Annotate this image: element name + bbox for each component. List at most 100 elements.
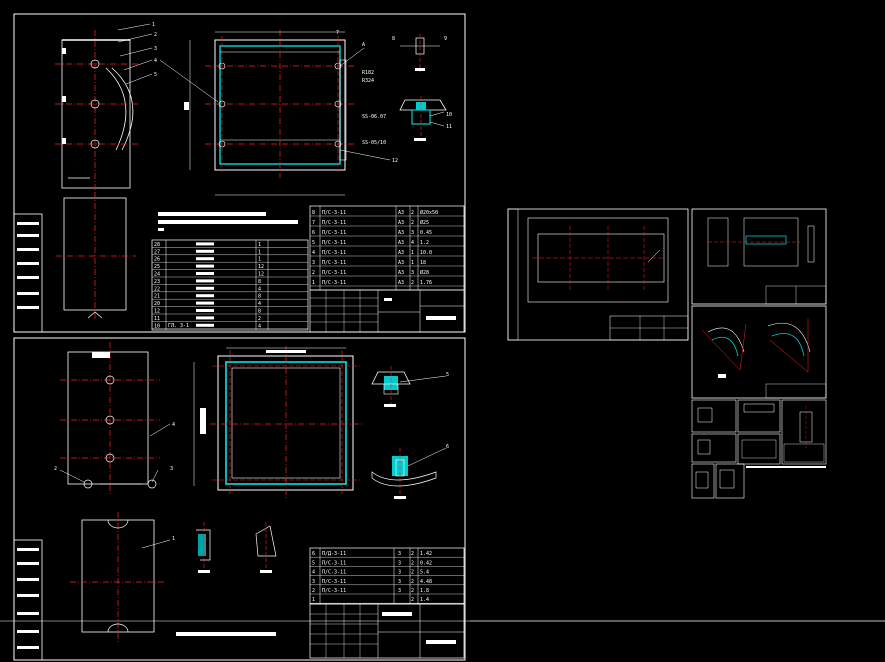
balloon-2: 2 bbox=[154, 32, 157, 38]
sheet-2-title-block bbox=[309, 603, 465, 659]
table-cell-no: 27 bbox=[154, 249, 160, 255]
balloon-5: 5 bbox=[154, 72, 157, 78]
table-cell-qty: 12 bbox=[258, 264, 264, 270]
table-cell-no: 28 bbox=[154, 242, 160, 248]
table-cell-qty: 1 bbox=[258, 242, 261, 248]
dim-r324: R324 bbox=[362, 78, 374, 84]
table-cell-qty: 8 bbox=[258, 294, 261, 300]
table-cell-no: 1 bbox=[312, 280, 315, 286]
table-cell-qty: 2 bbox=[258, 316, 261, 322]
dim-r182: R182 bbox=[362, 70, 374, 76]
table-cell-no: 25 bbox=[154, 264, 160, 270]
table-cell-no: 7 bbox=[312, 220, 315, 226]
table-cell-no: 3 bbox=[312, 260, 315, 266]
notes-bars bbox=[158, 212, 298, 231]
table-cell-material: A3 bbox=[398, 230, 404, 236]
balloon-7: 7 bbox=[336, 30, 339, 36]
table-cell-material: 3 bbox=[398, 588, 401, 594]
sheet-1: 1 2 3 4 5 bbox=[13, 13, 466, 333]
table-cell-code: П/С-3-11 bbox=[322, 570, 346, 576]
sheet-2-frame bbox=[13, 337, 466, 661]
table-cell-name-bar bbox=[196, 294, 214, 298]
table-cell-qty: 1 bbox=[411, 250, 414, 256]
balloon-11: 11 bbox=[446, 124, 452, 130]
table-cell-material: A3 bbox=[398, 210, 404, 216]
sheet-1-frame bbox=[13, 13, 466, 333]
table-cell-qty: 2 bbox=[411, 220, 414, 226]
balloon-4: 4 bbox=[154, 58, 157, 64]
profile-details bbox=[196, 522, 277, 573]
bracket-view bbox=[59, 342, 171, 494]
table-cell-no: 5 bbox=[312, 240, 315, 246]
table-cell-mass: 1.42 bbox=[420, 551, 432, 557]
detail-section-b bbox=[371, 447, 447, 500]
table-cell-no: 4 bbox=[312, 570, 315, 576]
frame-view-2 bbox=[193, 346, 362, 498]
table-cell-no: 2 bbox=[312, 588, 315, 594]
table-cell-name-bar bbox=[196, 257, 214, 261]
table-cell-code: П/С-3-11 bbox=[322, 280, 346, 286]
table-cell-qty: 2 bbox=[411, 570, 414, 576]
table-cell-no: 23 bbox=[154, 279, 160, 285]
bottom-note: ГЛ. 3-1 bbox=[168, 323, 189, 329]
table-cell-mass: Ø28 bbox=[420, 269, 429, 276]
side-view-elevation bbox=[55, 23, 153, 196]
table-cell-mass: 0.42 bbox=[420, 560, 432, 566]
sheet-6-thumbnails bbox=[691, 399, 827, 499]
table-cell-code: П/С-3-11 bbox=[322, 250, 346, 256]
s2-balloon-1: 1 bbox=[172, 536, 175, 542]
table-cell-code: П/С-3-11 bbox=[322, 560, 346, 566]
sheet-1-title-block bbox=[309, 289, 465, 333]
table-cell-qty: 2 bbox=[411, 579, 414, 585]
s2-balloon-3: 3 bbox=[170, 466, 173, 472]
table-cell-material: A3 bbox=[398, 220, 404, 226]
table-cell-mass: 1.76 bbox=[420, 280, 432, 286]
table-cell-name-bar bbox=[196, 316, 214, 320]
table-cell-qty: 1 bbox=[411, 260, 414, 266]
table-cell-mass: Ø20х50 bbox=[420, 209, 438, 216]
sheet-2-side-strip bbox=[13, 539, 43, 661]
table-cell-name-bar bbox=[196, 242, 214, 246]
table-cell-no: 6 bbox=[312, 551, 315, 557]
table-cell-qty: 8 bbox=[258, 279, 261, 285]
table-cell-material: A3 bbox=[398, 240, 404, 246]
table-cell-mass: 10.0 bbox=[420, 250, 432, 256]
detail-section bbox=[399, 96, 447, 141]
sheet-2: 2 3 4 5 bbox=[13, 337, 466, 661]
table-cell-qty: 8 bbox=[258, 309, 261, 315]
s2-balloon-2: 2 bbox=[54, 466, 57, 472]
table-cell-mass: 1.2 bbox=[420, 240, 429, 246]
table-cell-code: П/С-3-11 bbox=[322, 240, 346, 246]
table-cell-qty: 2 bbox=[411, 280, 414, 286]
table-cell-code: П/С-3-11 bbox=[322, 270, 346, 276]
table-cell-qty: 1 bbox=[258, 249, 261, 255]
table-cell-mass: 4.48 bbox=[420, 579, 432, 585]
table-cell-no: 26 bbox=[154, 257, 160, 263]
table-cell-name-bar bbox=[196, 323, 214, 327]
table-cell-qty: 2 bbox=[411, 588, 414, 594]
table-cell-qty: 3 bbox=[411, 230, 414, 236]
table-cell-name-bar bbox=[196, 264, 214, 268]
table-cell-name-bar bbox=[196, 301, 214, 305]
front-view-frame bbox=[159, 30, 391, 196]
table-cell-code: П/С-3-11 bbox=[322, 210, 346, 216]
s2-balloon-4: 4 bbox=[172, 422, 175, 428]
table-cell-no: 12 bbox=[154, 309, 160, 315]
table-cell-qty: 4 bbox=[411, 240, 414, 246]
table-cell-qty: 2 bbox=[411, 560, 414, 566]
table-cell-code: П/С-3-11 bbox=[322, 588, 346, 594]
table-cell-material: A3 bbox=[398, 270, 404, 276]
balloon-10: 10 bbox=[446, 112, 452, 118]
table-cell-name-bar bbox=[196, 272, 214, 275]
table-cell-code: П/С-3-11 bbox=[322, 579, 346, 585]
table-cell-qty: 12 bbox=[258, 272, 264, 278]
table-cell-no: 4 bbox=[312, 250, 315, 256]
sheet-3 bbox=[507, 208, 689, 341]
table-cell-qty: 4 bbox=[258, 286, 261, 292]
table-cell-qty: 4 bbox=[258, 323, 261, 329]
detail-pin bbox=[400, 34, 440, 72]
table-cell-code: П/С-3-11 bbox=[322, 260, 346, 266]
